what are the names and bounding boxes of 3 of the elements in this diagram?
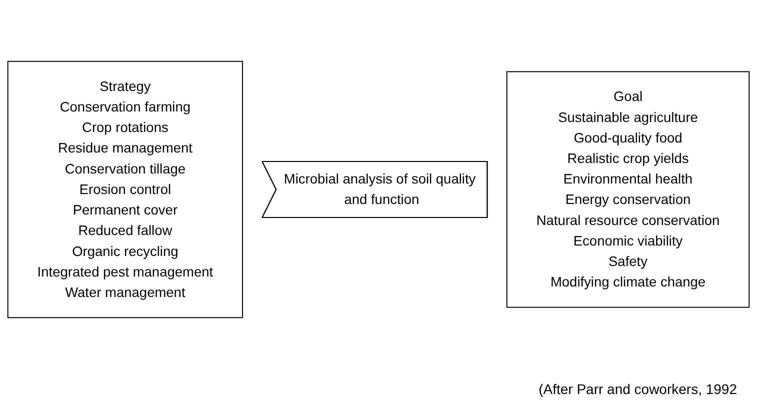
node-box: Strategy Conservation farming Crop rotations Residue management Conservation tillage Erosion control Permanent cover Reduced fallow Organic recycling Integrated pest management Water management: [7, 60, 244, 318]
node-box: Goal Sustainable agriculture Good-quality food Realistic crop yields Environmental health Energy conservation Natural resource conservation Economic viability Safety Modifying climate change: [506, 71, 750, 308]
source-caption: (After Parr and coworkers, 1992: [538, 381, 737, 397]
